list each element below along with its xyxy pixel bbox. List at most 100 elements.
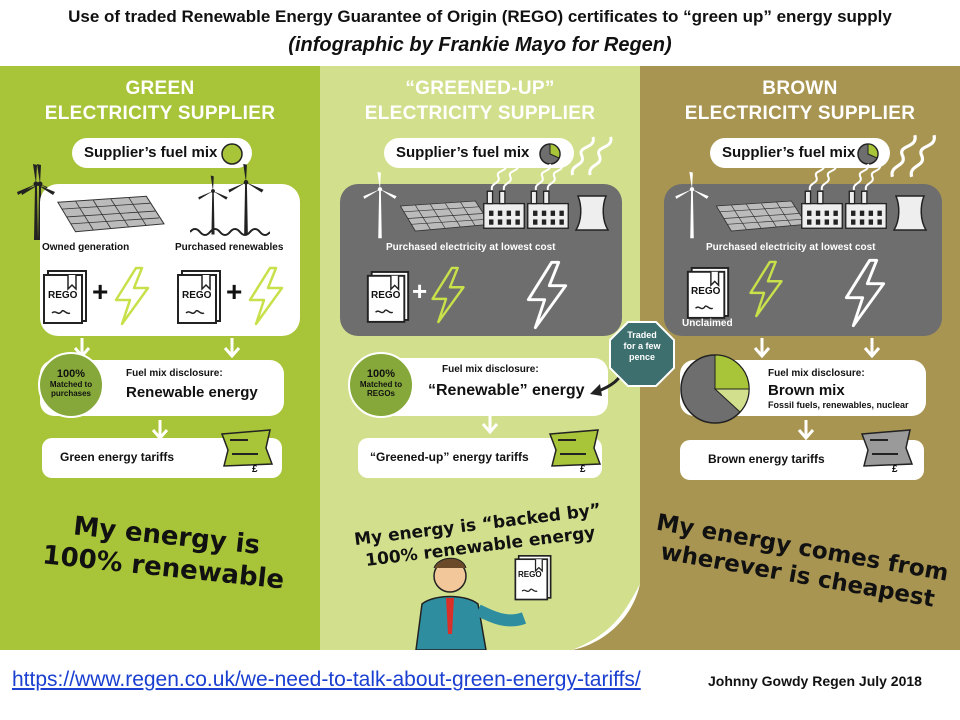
owned-generation-label: Owned generation — [42, 242, 130, 253]
solar-panel-icon — [48, 194, 166, 234]
greened-panel-title: “GREENED-UP” ELECTRICITY SUPPLIER — [320, 76, 640, 126]
brown-fuel-mix-label: Supplier’s fuel mix — [722, 144, 856, 161]
green-fuel-mix-label: Supplier’s fuel mix — [84, 144, 218, 161]
green-fuel-mix-pill: Supplier’s fuel mix — [72, 138, 252, 168]
tariff-bill-icon — [860, 429, 914, 467]
brown-disclosure-value: Brown mix — [768, 382, 845, 399]
smoke-icon — [532, 162, 572, 192]
purchased-renewables-label: Purchased renewables — [175, 242, 284, 253]
greened-purchased-label: Purchased electricity at lowest cost — [386, 242, 556, 253]
greened-title-line2: ELECTRICITY SUPPLIER — [364, 103, 596, 124]
rego-label: REGO — [182, 290, 212, 301]
greened-disclosure-heading: Fuel mix disclosure: — [442, 364, 539, 375]
arrow-down-icon — [796, 418, 816, 442]
brown-fuel-mix-pill: Supplier’s fuel mix — [710, 138, 890, 168]
rego-label: REGO — [48, 290, 78, 301]
waves-icon — [190, 226, 270, 238]
footer-credit: Johnny Gowdy Regen July 2018 — [708, 673, 922, 689]
greened-title-line1: “GREENED-UP” — [405, 78, 555, 99]
brown-disclosure-detail: Fossil fuels, renewables, nuclear — [768, 400, 909, 410]
green-supplier-panel: GREEN ELECTRICITY SUPPLIER Supplier’s fu… — [0, 66, 320, 650]
greened-up-supplier-panel: “GREENED-UP” ELECTRICITY SUPPLIER Suppli… — [320, 66, 640, 650]
smoke-icon — [806, 162, 846, 192]
greened-tariff-label: “Greened-up” energy tariffs — [370, 450, 529, 464]
currency-symbol: £ — [892, 464, 898, 475]
green-title-line2: ELECTRICITY SUPPLIER — [44, 103, 276, 124]
currency-symbol: £ — [252, 464, 258, 475]
brown-fuel-pie-icon — [857, 143, 879, 165]
greened-fuel-mix-label: Supplier’s fuel mix — [396, 144, 530, 161]
factory-icon — [800, 186, 844, 230]
brown-supplier-panel: BROWN ELECTRICITY SUPPLIER Supplier’s fu… — [640, 66, 960, 650]
brown-tariff-label: Brown energy tariffs — [708, 452, 825, 466]
greened-fuel-mix-pill: Supplier’s fuel mix — [384, 138, 574, 168]
rego-label: REGO — [518, 570, 542, 579]
brown-mix-pie-icon — [680, 354, 750, 424]
unclaimed-label: Unclaimed — [682, 318, 733, 329]
badge-line3: REGOs — [366, 389, 395, 398]
brown-title-line2: ELECTRICITY SUPPLIER — [684, 103, 916, 124]
tariff-bill-icon — [548, 429, 602, 467]
brown-purchased-label: Purchased electricity at lowest cost — [706, 242, 876, 253]
traded-line3: pence — [628, 352, 655, 362]
lightning-bolt-icon — [746, 260, 786, 318]
plus-icon: + — [226, 276, 243, 307]
badge-percent: 100% — [366, 368, 396, 380]
page-title: Use of traded Renewable Energy Guarantee… — [68, 7, 892, 26]
traded-badge-icon — [609, 321, 675, 387]
lightning-bolt-icon — [112, 266, 152, 326]
traded-badge-text: Traded for a few pence — [608, 330, 676, 363]
rego-label: REGO — [691, 286, 721, 297]
rego-label: REGO — [371, 290, 401, 301]
smoke-icon — [886, 128, 950, 184]
green-fuel-pie-icon — [221, 143, 243, 165]
tariff-bill-icon — [220, 429, 274, 467]
offshore-turbine-icon — [226, 162, 266, 236]
greened-match-badge: 100% Matched to REGOs — [348, 352, 414, 418]
traded-line1: Traded — [627, 330, 657, 340]
green-disclosure-heading: Fuel mix disclosure: — [126, 368, 223, 379]
factory-icon — [526, 186, 570, 230]
green-tariff-label: Green energy tariffs — [60, 450, 175, 464]
solar-panel-icon — [392, 198, 492, 234]
plus-icon: + — [412, 276, 428, 306]
plus-icon: + — [92, 276, 109, 307]
page-curl-icon — [572, 584, 640, 650]
green-match-badge: 100% Matched to purchases — [38, 352, 104, 418]
brown-panel-title: BROWN ELECTRICITY SUPPLIER — [640, 76, 960, 126]
green-disclosure-value: Renewable energy — [126, 384, 258, 401]
currency-symbol: £ — [580, 464, 586, 475]
smoke-icon — [488, 162, 528, 192]
badge-line2: Matched to — [49, 380, 93, 389]
brown-slogan: My energy comes from wherever is cheapes… — [647, 508, 952, 615]
arrow-down-icon — [752, 336, 772, 360]
smoke-icon — [850, 162, 890, 192]
arrow-down-icon — [222, 336, 242, 360]
article-link[interactable]: https://www.regen.co.uk/we-need-to-talk-… — [12, 668, 641, 691]
wind-turbine-icon — [672, 170, 712, 240]
green-slogan: My energy is 100% renewable — [27, 506, 302, 598]
header: Use of traded Renewable Energy Guarantee… — [0, 0, 960, 66]
green-panel-title: GREEN ELECTRICITY SUPPLIER — [0, 76, 320, 126]
nuclear-plant-icon — [572, 192, 612, 232]
greened-disclosure-value: “Renewable” energy — [428, 382, 585, 399]
smoke-icon — [566, 134, 626, 178]
page-subtitle: (infographic by Frankie Mayo for Regen) — [288, 34, 672, 56]
salesman-figure-icon — [415, 557, 527, 650]
nuclear-plant-icon — [890, 192, 930, 232]
lightning-bolt-icon — [246, 266, 286, 326]
factory-icon — [844, 186, 888, 230]
brown-title-line1: BROWN — [762, 78, 838, 99]
lightning-bolt-icon — [840, 258, 890, 328]
brown-disclosure-heading: Fuel mix disclosure: — [768, 368, 865, 379]
lightning-bolt-icon — [428, 266, 468, 324]
badge-line2: Matched to — [359, 380, 403, 389]
factory-icon — [482, 186, 526, 230]
badge-percent: 100% — [56, 368, 86, 380]
solar-panel-icon — [708, 198, 808, 234]
arrow-down-icon — [862, 336, 882, 360]
lightning-bolt-icon — [522, 260, 572, 330]
green-title-line1: GREEN — [125, 78, 195, 99]
badge-line3: purchases — [50, 389, 92, 398]
traded-line2: for a few — [623, 341, 661, 351]
